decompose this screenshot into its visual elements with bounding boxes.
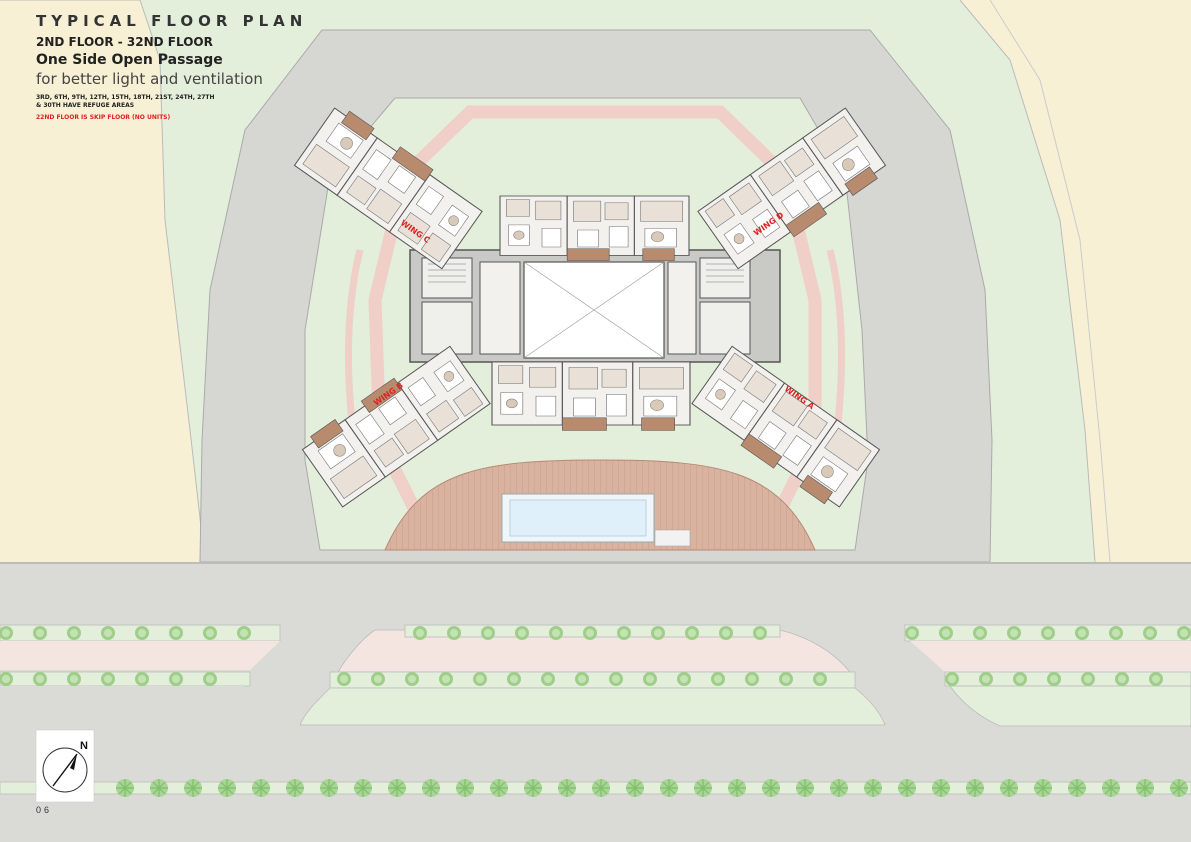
tree-icon [583, 626, 597, 640]
tree-icon [405, 672, 419, 686]
tree-icon [1149, 672, 1163, 686]
tree-icon [897, 778, 917, 798]
north-label: N [80, 740, 88, 752]
tree-icon [795, 778, 815, 798]
tree-icon [659, 778, 679, 798]
tree-icon [711, 672, 725, 686]
tree-icon [67, 626, 81, 640]
tree-icon [337, 672, 351, 686]
tree-icon [135, 626, 149, 640]
tree-icon [1135, 778, 1155, 798]
tree-icon [203, 626, 217, 640]
tree-icon [149, 778, 169, 798]
tree-icon [251, 778, 271, 798]
tree-icon [677, 672, 691, 686]
tree-icon [939, 626, 953, 640]
tree-icon [285, 778, 305, 798]
plan-title: TYPICAL FLOOR PLAN [36, 12, 308, 30]
tree-icon [413, 626, 427, 640]
tree-icon [745, 672, 759, 686]
tree-icon [557, 778, 577, 798]
page-number: 06 [36, 805, 53, 815]
tree-icon [813, 672, 827, 686]
tree-icon [1109, 626, 1123, 640]
tree-icon [455, 778, 475, 798]
tree-icon [719, 626, 733, 640]
tree-icon [643, 672, 657, 686]
tree-icon [135, 672, 149, 686]
feature-heading: One Side Open Passage [36, 52, 223, 68]
tree-icon [945, 672, 959, 686]
tree-icon [1081, 672, 1095, 686]
tree-icon [575, 672, 589, 686]
tree-icon [1115, 672, 1129, 686]
tree-icon [1033, 778, 1053, 798]
tree-icon [863, 778, 883, 798]
tree-icon [421, 778, 441, 798]
tree-icon [549, 626, 563, 640]
tree-icon [591, 778, 611, 798]
tree-icon [829, 778, 849, 798]
tree-icon [779, 672, 793, 686]
tree-icon [617, 626, 631, 640]
tree-icon [319, 778, 339, 798]
tree-icon [761, 778, 781, 798]
tree-icon [169, 672, 183, 686]
tree-icon [439, 672, 453, 686]
tree-icon [625, 778, 645, 798]
tree-icon [101, 626, 115, 640]
tree-icon [169, 626, 183, 640]
tree-icon [1007, 626, 1021, 640]
tree-icon [973, 626, 987, 640]
tree-icon [727, 778, 747, 798]
tree-icon [651, 626, 665, 640]
tree-icon [353, 778, 373, 798]
tree-icon [387, 778, 407, 798]
tree-icon [693, 778, 713, 798]
tree-icon [489, 778, 509, 798]
tree-icon [183, 778, 203, 798]
tree-icon [541, 672, 555, 686]
tree-icon [33, 626, 47, 640]
tree-icon [217, 778, 237, 798]
tree-icon [1177, 626, 1191, 640]
tree-icon [931, 778, 951, 798]
tree-icon [1047, 672, 1061, 686]
tree-icon [371, 672, 385, 686]
tree-icon [1075, 626, 1089, 640]
refuge-note: 3RD, 6TH, 9TH, 12TH, 15TH, 18TH, 21ST, 2… [36, 94, 215, 109]
tree-icon [115, 778, 135, 798]
tree-icon [507, 672, 521, 686]
tree-icon [447, 626, 461, 640]
tree-icon [1041, 626, 1055, 640]
tree-icon [473, 672, 487, 686]
tree-icon [905, 626, 919, 640]
tree-icon [523, 778, 543, 798]
tree-icon [515, 626, 529, 640]
tree-icon [1101, 778, 1121, 798]
tree-icon [101, 672, 115, 686]
tree-icon [1143, 626, 1157, 640]
tree-icon [481, 626, 495, 640]
tree-icon [33, 672, 47, 686]
tree-icon [237, 626, 251, 640]
tree-icon [1013, 672, 1027, 686]
tree-icon [965, 778, 985, 798]
tree-icon [685, 626, 699, 640]
tree-icon [999, 778, 1019, 798]
tree-icon [1067, 778, 1087, 798]
tree-icon [67, 672, 81, 686]
skip-floor-note: 22ND FLOOR IS SKIP FLOOR (NO UNITS) [36, 114, 171, 121]
tree-icon [609, 672, 623, 686]
tree-icon [203, 672, 217, 686]
tree-icon [979, 672, 993, 686]
floor-range: 2ND FLOOR - 32ND FLOOR [36, 35, 213, 49]
feature-subtext: for better light and ventilation [36, 70, 263, 88]
tree-icon [1169, 778, 1189, 798]
tree-icon [753, 626, 767, 640]
